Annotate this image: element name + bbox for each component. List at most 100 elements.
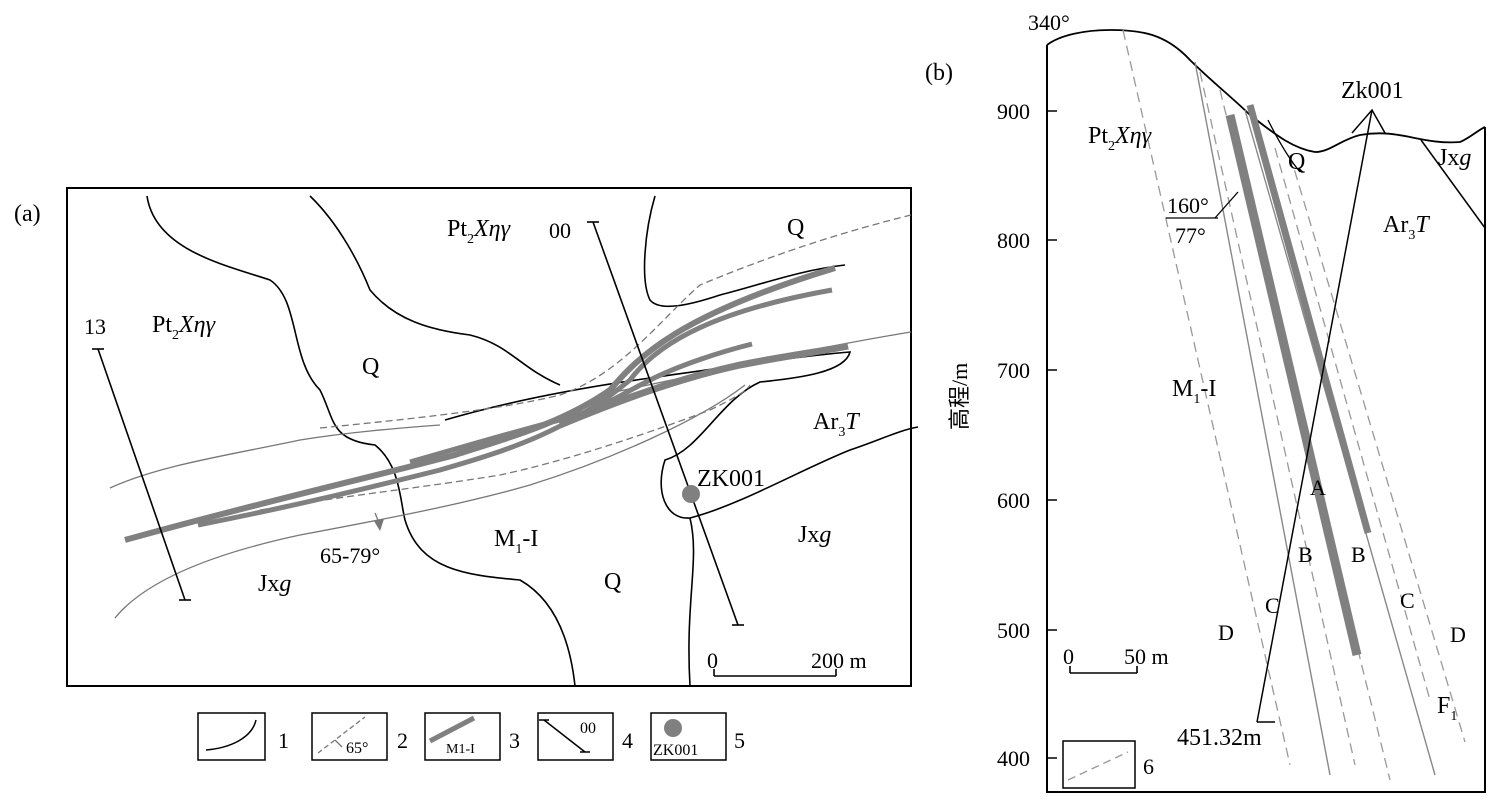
panel-a-map: (a) 13 00 Pt2Xηγ Pt2Xηγ — [14, 187, 919, 687]
unit-jxg-west: Jxg — [258, 571, 291, 597]
zone-label-a: A — [1310, 475, 1326, 500]
scale-bar-b-end: 50 m — [1124, 644, 1169, 669]
fault-symbol-dip-tick — [334, 739, 343, 748]
drill-trace-zk001 — [1256, 109, 1373, 723]
axis-title: 高程/m — [947, 363, 972, 430]
unit-q-west: Q — [362, 354, 379, 380]
fault-north-west — [109, 424, 441, 489]
legend-box-1 — [197, 712, 266, 761]
attitude-strike: 160° — [1167, 193, 1209, 218]
orebody-2 — [197, 287, 833, 528]
orebody-symbol-icon — [428, 715, 476, 744]
zone-label-b-left: B — [1298, 542, 1313, 567]
zone-label-d-left: D — [1218, 620, 1234, 645]
orebody-1 — [124, 265, 836, 543]
orebody-b-thick — [1225, 113, 1362, 657]
legend-box-6 — [1062, 740, 1136, 789]
drill-depth-label: 451.32m — [1177, 725, 1262, 751]
zone-d-left-boundary — [1122, 29, 1291, 766]
orebody-3 — [409, 341, 753, 465]
attitude-leader — [1214, 191, 1239, 219]
contact-q — [1267, 119, 1301, 173]
legend-number-2: 2 — [397, 728, 408, 753]
unit-ar3t: Ar3T — [813, 409, 860, 440]
scale-bar-b-zero: 0 — [1063, 644, 1074, 669]
axis-tick-label-800: 800 — [997, 228, 1030, 253]
legend-box-3 — [424, 712, 501, 761]
dip-arrow-icon — [374, 519, 384, 531]
dip-label: 65-79° — [320, 543, 380, 568]
unit-m1-i-section: M1-I — [1172, 376, 1216, 407]
zone-label-c-right: C — [1400, 588, 1415, 613]
axis-tick-label-600: 600 — [997, 488, 1030, 513]
legend-box-5 — [650, 712, 727, 761]
unit-pt2xng-west: Pt2Xηγ — [152, 312, 216, 343]
axis-tick-label-400: 400 — [997, 746, 1030, 771]
fault-south — [114, 384, 746, 619]
drill-label-zk001-section: Zk001 — [1341, 78, 1404, 104]
legend-label-3: M1-I — [446, 742, 475, 757]
legend-box-2 — [311, 712, 388, 761]
section-frame — [1046, 45, 1486, 793]
section-00-label: 00 — [549, 218, 571, 243]
orebody-b-thin — [1246, 104, 1372, 534]
zone-label-d-right: D — [1450, 622, 1466, 647]
azimuth-label: 340° — [1028, 10, 1070, 35]
boundary-south-q — [688, 517, 695, 687]
boundary-symbol-icon — [205, 719, 257, 751]
map-frame — [66, 187, 912, 687]
legend-number-3: 3 — [509, 728, 520, 753]
unit-pt2xng-section: Pt2Xηγ — [1088, 123, 1152, 154]
legend-box-4 — [537, 712, 614, 761]
fault-south-dashed — [259, 384, 751, 511]
axis-tick-label-500: 500 — [997, 618, 1030, 643]
legend: 1 65° 2 M1-I 3 00 4 ZK001 5 6 — [197, 712, 1154, 789]
unit-m1-i: M1-I — [494, 526, 538, 557]
unit-q-section: Q — [1288, 149, 1305, 175]
legend-number-4: 4 — [622, 728, 633, 753]
attitude-dip: 77° — [1175, 223, 1206, 248]
legend-label-2: 65° — [346, 740, 368, 757]
axis-tick-label-900: 900 — [997, 99, 1030, 124]
contact-line-left — [1194, 61, 1331, 776]
unit-q-northeast: Q — [787, 215, 804, 241]
legend-number-1: 1 — [278, 728, 289, 753]
legend-number-5: 5 — [734, 728, 745, 753]
boundary-northeast-q — [643, 195, 846, 308]
section-line-symbol-icon — [543, 719, 586, 753]
drill-label-zk001: ZK001 — [697, 466, 765, 492]
section-line-00 — [592, 221, 739, 626]
unit-q-south: Q — [604, 569, 621, 595]
panel-b-section: (b) 340° 900 800 700 600 500 400 高程/m — [925, 10, 1486, 793]
contact-jxg — [1420, 139, 1486, 229]
panel-b-label: (b) — [925, 60, 953, 86]
drill-hole-zk001 — [682, 485, 700, 503]
zone-label-c-left: C — [1265, 593, 1280, 618]
zone-c-left-boundary — [1199, 71, 1356, 766]
legend-number-6: 6 — [1143, 754, 1154, 779]
topography-profile — [1046, 29, 1486, 153]
boundary-central-q — [309, 195, 561, 386]
legend-label-5: ZK001 — [653, 742, 698, 759]
boundary-west-q — [146, 195, 576, 687]
scale-bar-a-zero: 0 — [707, 648, 718, 673]
drill-hole-symbol-icon — [664, 719, 682, 737]
scale-bar-a-end: 200 m — [811, 648, 867, 673]
section-line-13 — [97, 348, 186, 601]
orebody-4 — [558, 342, 849, 429]
zone-label-b-right: B — [1351, 542, 1366, 567]
section-13-label: 13 — [84, 314, 106, 339]
fault-symbol-icon — [317, 716, 366, 754]
unit-ar3t-section: Ar3T — [1383, 212, 1430, 243]
zone-d-right-boundary — [1289, 154, 1466, 743]
unit-jxg-section: Jxg — [1438, 145, 1471, 171]
panel-a-label: (a) — [14, 201, 41, 227]
unit-jxg-east: Jxg — [798, 522, 831, 548]
alteration-zone-symbol-icon — [1067, 751, 1129, 781]
legend-label-4: 00 — [580, 720, 596, 737]
fault-f1-label: F1 — [1437, 693, 1457, 724]
axis-tick-label-700: 700 — [997, 358, 1030, 383]
elevation-axis: 900 800 700 600 500 400 高程/m — [947, 99, 1057, 771]
unit-pt2xng-north: Pt2Xηγ — [447, 216, 511, 247]
